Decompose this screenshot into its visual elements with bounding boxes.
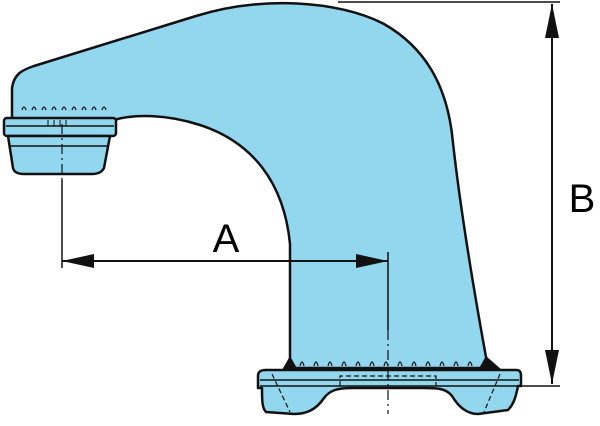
dimension-b: B: [338, 1, 596, 387]
dimension-a-label: A: [213, 217, 240, 261]
dimension-a: A: [61, 180, 389, 330]
dimension-a-arrow-left: [62, 254, 94, 268]
aerator-ring-ticks: [47, 120, 67, 126]
dimension-b-arrow-top: [545, 4, 559, 38]
aerator-cap: [6, 134, 112, 176]
dimension-a-arrow-right: [356, 254, 388, 268]
spout-body: [10, 2, 490, 370]
base-flange: [256, 368, 523, 416]
base-right-shoulder: [478, 356, 502, 370]
dimension-b-label: B: [569, 177, 596, 221]
base-left-shoulder: [282, 356, 298, 370]
center-lines: [61, 124, 389, 414]
spout-thread-marks: [21, 106, 107, 111]
base-thread-marks: [299, 361, 473, 367]
dimension-b-arrow-bottom: [545, 350, 559, 384]
